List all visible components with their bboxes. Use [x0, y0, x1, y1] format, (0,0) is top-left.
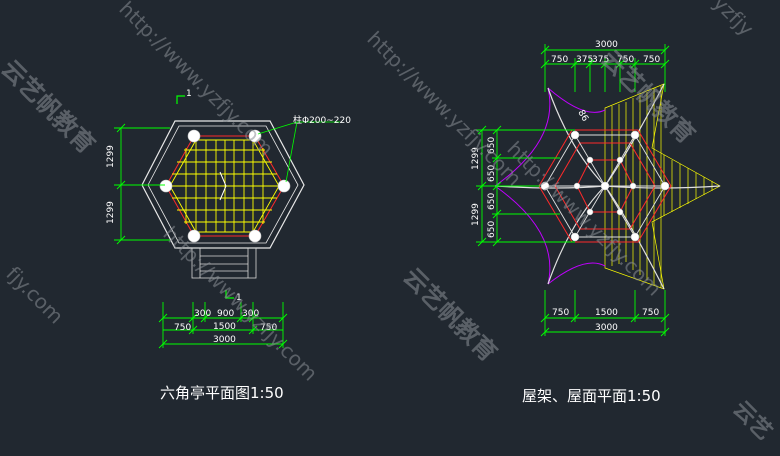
right-dim-inner-3: 650 — [487, 193, 497, 210]
watermark-brand-bottom-center: 云艺帆教育 — [398, 262, 503, 367]
dim-b2: 300 — [194, 309, 211, 319]
left-plan-title: 六角亭平面图1:50 — [160, 384, 284, 402]
right-bottom-dims — [540, 290, 670, 337]
left-plan: 柱Φ200~220 1 1 1299 12 — [106, 89, 351, 402]
top-dim-1: 750 — [551, 55, 568, 65]
right-dim-inner-2: 650 — [487, 165, 497, 182]
right-plan-title: 屋架、屋面平面1:50 — [522, 387, 661, 405]
top-dim-3: 375 — [592, 55, 609, 65]
watermark-url-fragment-right: yzfjy — [708, 0, 758, 41]
right-dim-outer-lower: 1299 — [471, 203, 481, 226]
left-vertical-dims — [114, 123, 170, 245]
rb-dim-3: 750 — [642, 308, 659, 318]
watermark-brand-left: 云艺帆教育 — [0, 54, 100, 159]
rb-dim-2: 1500 — [595, 308, 618, 318]
section-mark-bottom-label: 1 — [236, 293, 242, 303]
watermark-url-bottom-left: http://www.yzfjy.com — [158, 222, 322, 386]
section-mark-top — [176, 95, 185, 104]
dim-b-1500: 1500 — [213, 322, 236, 332]
angle-label: 86 — [575, 109, 590, 124]
center-mark — [219, 171, 227, 201]
dim-b-total: 3000 — [213, 335, 236, 345]
rb-dim-total: 3000 — [595, 323, 618, 333]
columns — [159, 129, 291, 243]
top-dim-4: 750 — [617, 55, 634, 65]
watermark-url-center: http://www.yzfjy.com — [362, 27, 526, 191]
dim-b5: 750 — [260, 323, 277, 333]
left-dim-lower: 1299 — [106, 201, 116, 224]
section-mark-top-label: 1 — [186, 89, 192, 99]
roof-ridges-purple — [494, 87, 606, 285]
top-dim-2: 375 — [576, 55, 593, 65]
column-leaders — [257, 121, 340, 183]
right-dim-outer-upper: 1299 — [471, 147, 481, 170]
right-dim-inner-4: 650 — [487, 221, 497, 238]
dim-b4: 300 — [242, 309, 259, 319]
top-dim-5: 750 — [643, 55, 660, 65]
dim-b1: 750 — [174, 323, 191, 333]
top-dims — [540, 44, 670, 92]
right-dim-inner-1: 650 — [487, 137, 497, 154]
right-plan: 86 3000 750 375 375 750 750 — [471, 40, 721, 405]
bottom-dims — [158, 302, 288, 349]
rb-dim-1: 750 — [552, 308, 569, 318]
section-mark-bottom — [225, 290, 234, 299]
floor-grid — [169, 139, 280, 233]
right-left-dims — [476, 125, 575, 247]
left-dim-upper: 1299 — [106, 145, 116, 168]
top-dim-total: 3000 — [595, 40, 618, 50]
steps — [191, 247, 257, 279]
roof-nodes — [540, 130, 670, 242]
column-spec-label: 柱Φ200~220 — [293, 114, 351, 126]
watermark-url-fragment-left: fjy.com — [1, 262, 68, 329]
watermark-brand-bottom-right: 云艺 — [728, 396, 778, 446]
dim-b3: 900 — [217, 309, 234, 319]
